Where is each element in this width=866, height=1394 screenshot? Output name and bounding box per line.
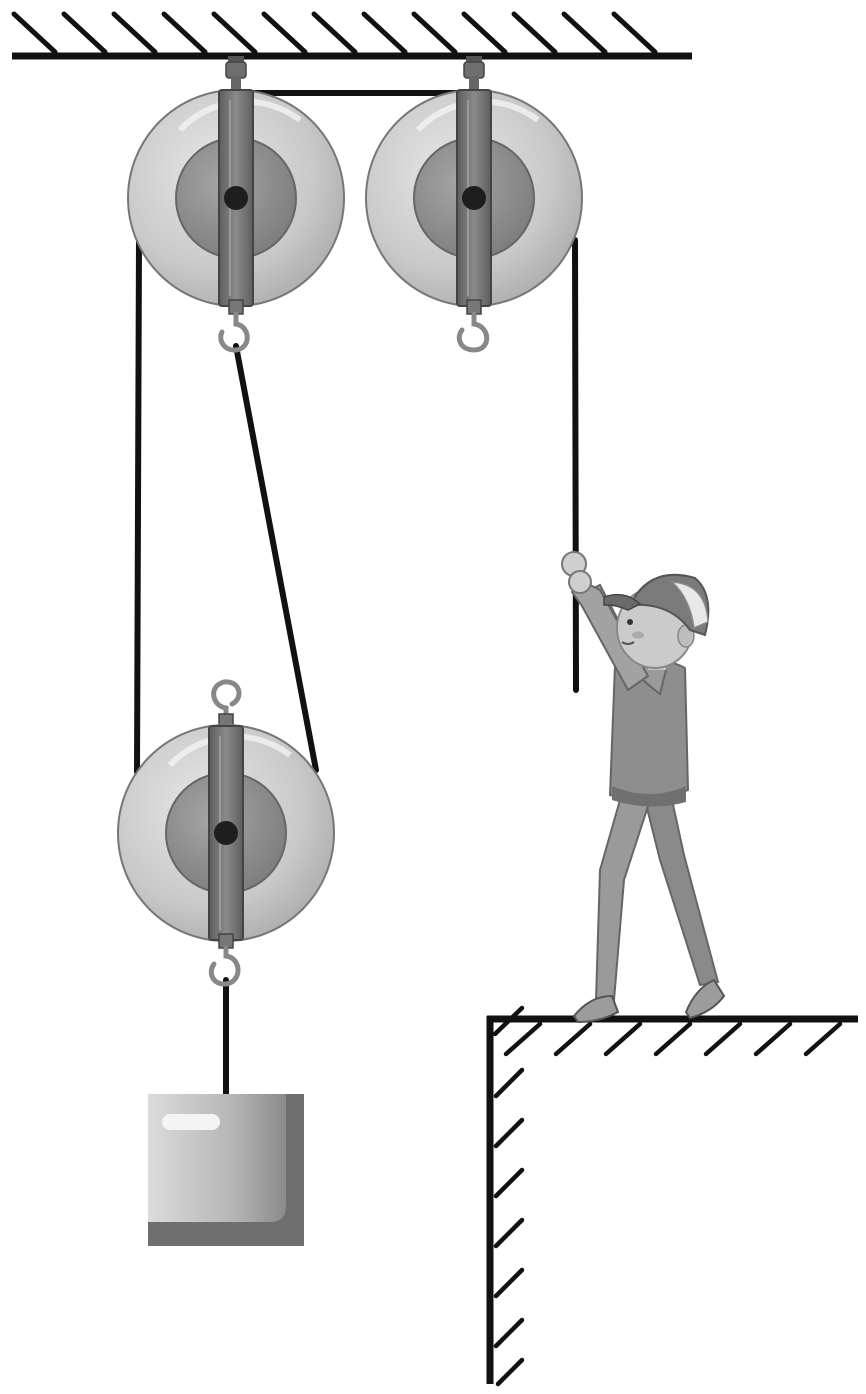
rope [134, 90, 579, 1097]
movable-pulley [117, 679, 335, 987]
axle-icon [214, 821, 238, 845]
rope-diagonal-segment [233, 343, 319, 773]
hook-icon [218, 311, 250, 353]
rope-pull-segment [572, 237, 579, 693]
fixed-pulley-left [127, 56, 345, 353]
rope-left-segment [134, 237, 142, 775]
mount-icon [228, 56, 244, 66]
hatched-ceiling [11, 11, 692, 60]
hook-icon [211, 679, 242, 719]
shoe-icon [572, 994, 620, 1024]
axle-icon [224, 186, 248, 210]
arm-icon [570, 578, 650, 692]
cap-brim-icon [603, 593, 642, 611]
mount-icon [466, 56, 482, 66]
hook-icon [456, 311, 490, 353]
hanging-block [148, 1094, 304, 1246]
eye-icon [627, 619, 633, 625]
leg-icon [643, 799, 720, 987]
shoe-icon [684, 978, 726, 1020]
hatched-ledge [486, 1005, 858, 1387]
fixed-pulley-right [365, 56, 583, 353]
leg-icon [594, 799, 652, 1001]
axle-icon [462, 186, 486, 210]
hand-icon [568, 570, 592, 594]
person-pulling-rope [561, 551, 726, 1024]
block-highlight [162, 1114, 220, 1130]
hook-icon [208, 945, 241, 987]
